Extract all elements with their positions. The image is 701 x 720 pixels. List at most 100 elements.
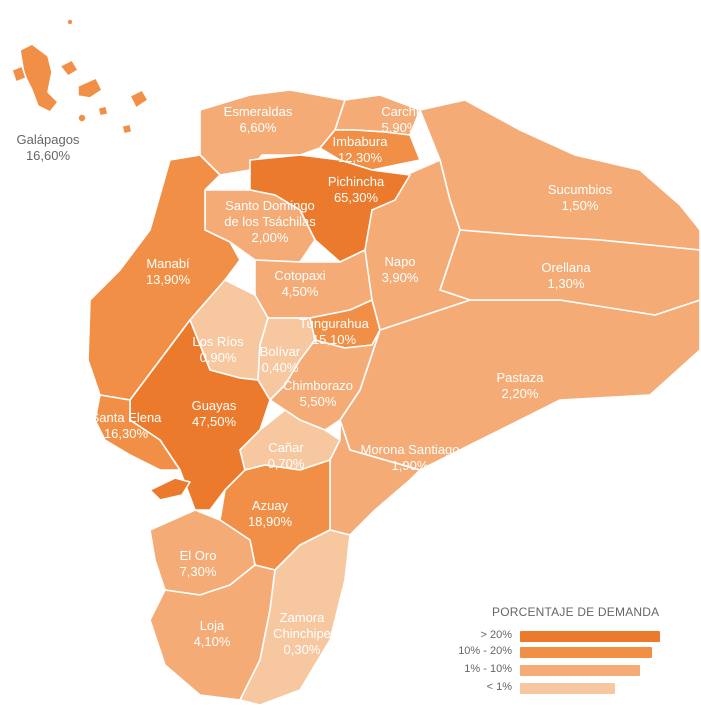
province-santa-elena[interactable]: [94, 394, 181, 471]
label-name: Imbabura: [332, 134, 388, 149]
label-name: Tungurahua: [299, 316, 369, 331]
label-value: 4,10%: [193, 634, 231, 649]
label-value: 13,90%: [145, 272, 191, 287]
label-name-line2: Chinchipe: [273, 626, 331, 641]
label-santo-domingo: Santo Domingo de los Tsáchilas 2,00%: [224, 198, 316, 246]
label-el-oro: El Oro 7,30%: [180, 548, 217, 580]
galapagos-island[interactable]: [59, 59, 79, 77]
label-name: Carchi: [381, 104, 419, 119]
province-zamora-chinchipe[interactable]: [239, 529, 351, 706]
galapagos-island[interactable]: [77, 77, 103, 99]
label-value: 12,30%: [337, 150, 383, 165]
label-name: Pastaza: [496, 370, 544, 385]
label-tungurahua: Tungurahua 15,10%: [299, 316, 369, 348]
legend-bar: [520, 647, 652, 658]
label-cotopaxi: Cotopaxi 4,50%: [274, 268, 325, 300]
label-value: 1,50%: [561, 198, 599, 213]
label-value: 16,60%: [25, 148, 71, 163]
legend-bar: [520, 683, 615, 694]
label-name: Sucumbios: [547, 182, 613, 197]
label-name-line1: Santo Domingo: [225, 198, 315, 213]
label-name-line2: de los Tsáchilas: [224, 214, 316, 229]
legend: PORCENTAJE DE DEMANDA > 20% 10% - 20% 1%…: [400, 605, 695, 705]
label-value: 18,90%: [247, 514, 293, 529]
label-manabi: Manabí 13,90%: [146, 256, 190, 288]
label-name: Chimborazo: [282, 378, 354, 393]
legend-row: > 20%: [400, 629, 665, 643]
label-santa-elena: Santa Elena 16,30%: [91, 410, 162, 442]
label-galapagos: Galápagos 16,60%: [17, 132, 80, 164]
legend-label: < 1%: [486, 681, 512, 693]
label-value: 15,10%: [311, 332, 357, 347]
label-name: Cañar: [268, 440, 304, 455]
label-name: Galápagos: [16, 132, 80, 147]
label-value: 0,40%: [261, 360, 299, 375]
legend-row: < 1%: [400, 681, 665, 695]
label-name: Loja: [199, 618, 225, 633]
label-esmeraldas: Esmeraldas 6,60%: [224, 104, 293, 136]
label-name: Napo: [384, 254, 416, 269]
label-name-line1: Zamora: [279, 610, 325, 625]
label-napo: Napo 3,90%: [382, 254, 419, 286]
legend-bar: [520, 631, 660, 642]
label-bolivar: Bolívar 0,40%: [260, 344, 300, 376]
label-value: 1,30%: [547, 276, 585, 291]
label-value: 3,90%: [381, 270, 419, 285]
galapagos-islands[interactable]: [11, 18, 149, 135]
label-imbabura: Imbabura 12,30%: [333, 134, 388, 166]
label-value: 1,90%: [391, 458, 429, 473]
label-name: El Oro: [179, 548, 217, 563]
label-pastaza: Pastaza 2,20%: [497, 370, 544, 402]
label-name: Pichincha: [327, 174, 385, 189]
label-name: Orellana: [541, 260, 591, 275]
label-name: Bolívar: [259, 344, 301, 359]
label-value: 5,90%: [381, 120, 419, 135]
galapagos-island[interactable]: [97, 105, 109, 117]
label-name: Cotopaxi: [274, 268, 326, 283]
label-value: 2,00%: [251, 230, 289, 245]
legend-bar: [520, 665, 640, 676]
label-azuay: Azuay 18,90%: [248, 498, 292, 530]
label-value: 5,50%: [299, 394, 337, 409]
label-name: Santa Elena: [90, 410, 162, 425]
legend-row: 10% - 20%: [400, 645, 665, 659]
label-value: 4,50%: [281, 284, 319, 299]
label-carchi: Carchi 5,90%: [381, 104, 419, 136]
label-value: 0,70%: [267, 456, 305, 471]
label-value: 65,30%: [333, 190, 379, 205]
label-pichincha: Pichincha 65,30%: [328, 174, 384, 206]
label-name: Azuay: [251, 498, 289, 513]
legend-title: PORCENTAJE DE DEMANDA: [492, 605, 660, 619]
label-value: 47,50%: [191, 414, 237, 429]
legend-label: 10% - 20%: [458, 645, 512, 657]
label-loja: Loja 4,10%: [194, 618, 231, 650]
label-name: Esmeraldas: [223, 104, 293, 119]
label-sucumbios: Sucumbios 1,50%: [548, 182, 612, 214]
label-value: 0,30%: [283, 642, 321, 657]
galapagos-island[interactable]: [19, 43, 59, 113]
label-canar: Cañar 0,70%: [268, 440, 305, 472]
label-los-rios: Los Ríos 0,90%: [192, 334, 243, 366]
label-guayas: Guayas 47,50%: [192, 398, 237, 430]
label-orellana: Orellana 1,30%: [541, 260, 590, 292]
label-zamora-chinchipe: Zamora Chinchipe 0,30%: [273, 610, 331, 658]
legend-row: 1% - 10%: [400, 663, 665, 677]
galapagos-island[interactable]: [129, 89, 149, 109]
galapagos-island[interactable]: [66, 18, 74, 26]
legend-label: > 20%: [480, 629, 513, 641]
galapagos-island[interactable]: [77, 113, 87, 123]
label-morona-santiago: Morona Santiago 1,90%: [360, 442, 459, 474]
label-value: 7,30%: [179, 564, 217, 579]
label-value: 16,30%: [103, 426, 149, 441]
galapagos-island[interactable]: [11, 65, 27, 83]
label-value: 0,90%: [199, 350, 237, 365]
province-sucumbios[interactable]: [419, 99, 701, 251]
label-value: 2,20%: [501, 386, 539, 401]
province-guayas-island[interactable]: [149, 477, 191, 501]
galapagos-island[interactable]: [121, 123, 133, 135]
province-morona-santiago[interactable]: [329, 419, 421, 536]
label-chimborazo: Chimborazo 5,50%: [283, 378, 353, 410]
legend-label: 1% - 10%: [464, 663, 512, 675]
label-name: Morona Santiago: [360, 442, 460, 457]
